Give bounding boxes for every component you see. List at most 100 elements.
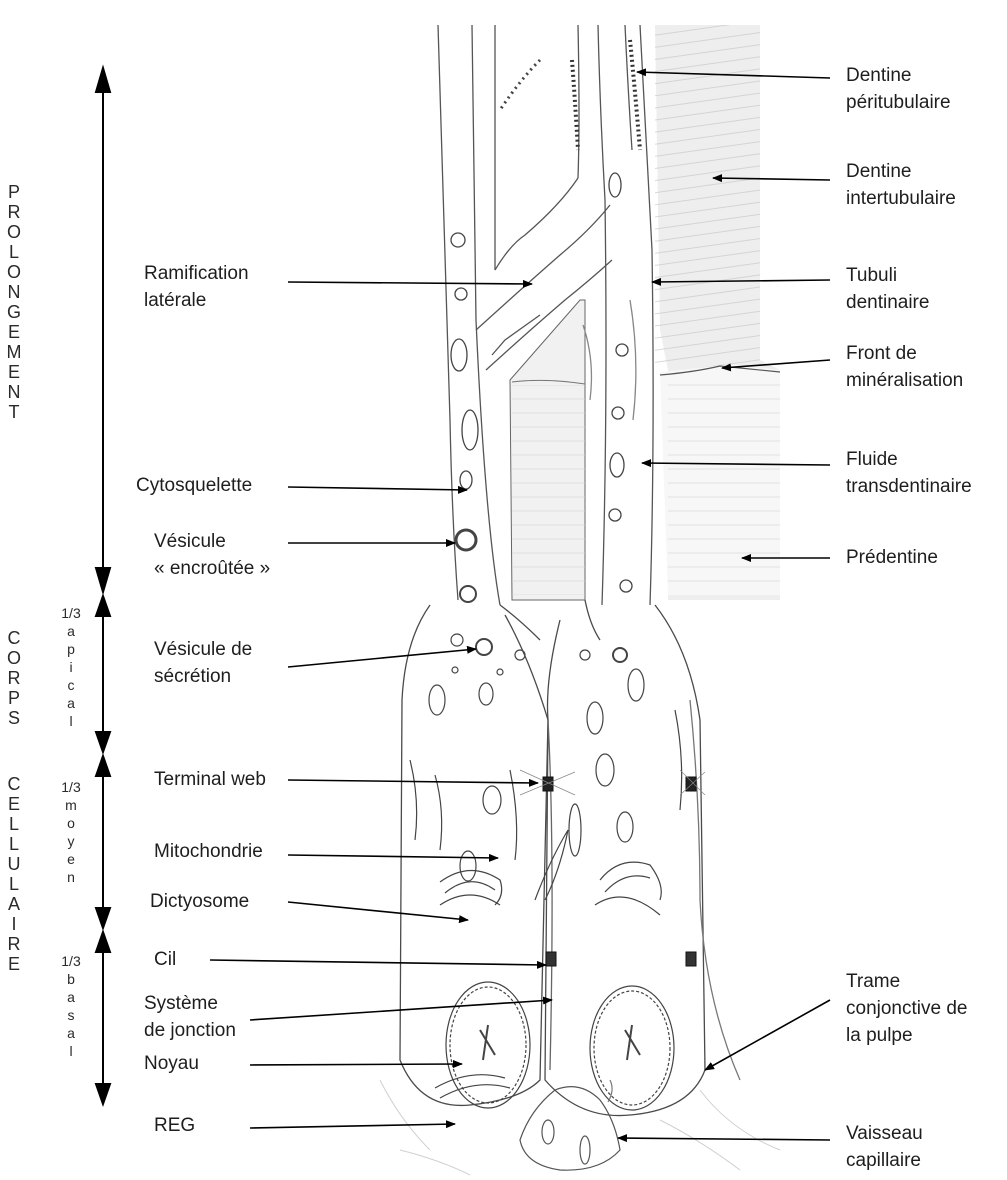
section-corps-line: O — [4, 648, 24, 668]
third-basal-line: a — [56, 1024, 86, 1042]
arrow-ramification — [288, 282, 532, 284]
section-corps-line: C — [4, 628, 24, 648]
label-dictyosome: Dictyosome — [150, 888, 249, 915]
label-cil-line: Cil — [154, 946, 176, 973]
label-tubuli-line: Tubuli — [846, 262, 929, 289]
section-cellulaire: CELLULAIRE — [4, 774, 24, 974]
section-prolongement-line: M — [4, 342, 24, 362]
section-cellulaire-line: U — [4, 854, 24, 874]
arrow-terminal-web — [288, 780, 538, 783]
label-vaisseau-line: capillaire — [846, 1147, 923, 1174]
section-corps-line: P — [4, 688, 24, 708]
arrow-vaisseau — [618, 1138, 830, 1140]
third-moyen-line: e — [56, 850, 86, 868]
arrow-cil — [210, 960, 546, 965]
label-fluide-line: transdentinaire — [846, 473, 972, 500]
label-vaisseau-line: Vaisseau — [846, 1120, 923, 1147]
label-reg: REG — [154, 1112, 195, 1139]
label-dictyosome-line: Dictyosome — [150, 888, 249, 915]
section-prolongement-line: O — [4, 222, 24, 242]
section-cellulaire-line: L — [4, 874, 24, 894]
third-moyen-line: m — [56, 796, 86, 814]
label-dentine-intertubulaire-line: Dentine — [846, 158, 956, 185]
label-cytosquelette-line: Cytosquelette — [136, 472, 252, 499]
third-moyen-line: o — [56, 814, 86, 832]
label-mitochondrie-line: Mitochondrie — [154, 838, 263, 865]
label-ramification-line: latérale — [144, 287, 249, 314]
label-cytosquelette: Cytosquelette — [136, 472, 252, 499]
section-prolongement-line: R — [4, 202, 24, 222]
label-terminal-web: Terminal web — [154, 766, 266, 793]
section-prolongement-line: G — [4, 302, 24, 322]
label-dentine-intertubulaire-line: intertubulaire — [846, 185, 956, 212]
label-predentine-line: Prédentine — [846, 544, 938, 571]
arrow-cytosquelette — [288, 487, 467, 490]
third-moyen: 1/3moyen — [56, 778, 86, 886]
label-dentine-peritubulaire-line: Dentine — [846, 62, 951, 89]
arrow-systeme-jonction — [250, 1000, 552, 1020]
label-vesicule-secretion-line: sécrétion — [154, 663, 252, 690]
section-cellulaire-line: E — [4, 794, 24, 814]
capillary — [520, 1080, 620, 1170]
third-apical-line: i — [56, 658, 86, 676]
section-cellulaire-line: R — [4, 934, 24, 954]
label-front-line: minéralisation — [846, 367, 963, 394]
section-cellulaire-line: C — [4, 774, 24, 794]
label-vesicule-encroutee: Vésicule« encroûtée » — [154, 528, 270, 582]
label-ramification-line: Ramification — [144, 260, 249, 287]
scale-arrows — [96, 68, 110, 1104]
label-terminal-web-line: Terminal web — [154, 766, 266, 793]
label-noyau: Noyau — [144, 1050, 199, 1077]
third-basal-line: l — [56, 1042, 86, 1060]
label-dentine-peritubulaire: Dentinepéritubulaire — [846, 62, 951, 116]
third-moyen-line: 1/3 — [56, 778, 86, 796]
third-apical-line: c — [56, 676, 86, 694]
section-corps-line: S — [4, 708, 24, 728]
third-basal-line: s — [56, 1006, 86, 1024]
third-basal-line: a — [56, 988, 86, 1006]
background-strands — [380, 1080, 780, 1175]
label-trame-line: conjonctive de — [846, 995, 967, 1022]
section-cellulaire-line: L — [4, 814, 24, 834]
third-apical-line: a — [56, 694, 86, 712]
section-cellulaire-line: E — [4, 954, 24, 974]
label-vesicule-secretion-line: Vésicule de — [154, 636, 252, 663]
label-tubuli: Tubulidentinaire — [846, 262, 929, 316]
section-prolongement-line: E — [4, 362, 24, 382]
third-basal-line: 1/3 — [56, 952, 86, 970]
third-apical-line: 1/3 — [56, 604, 86, 622]
arrow-vesicule-secretion — [288, 649, 476, 667]
section-prolongement-line: E — [4, 322, 24, 342]
arrow-noyau — [250, 1064, 462, 1065]
third-apical-line: a — [56, 622, 86, 640]
label-fluide-line: Fluide — [846, 446, 972, 473]
label-vesicule-encroutee-line: Vésicule — [154, 528, 270, 555]
arrow-mitochondrie — [288, 855, 498, 858]
section-prolongement-line: L — [4, 242, 24, 262]
label-systeme-jonction-line: Système — [144, 990, 236, 1017]
label-cil: Cil — [154, 946, 176, 973]
third-moyen-line: n — [56, 868, 86, 886]
third-moyen-line: y — [56, 832, 86, 850]
section-cellulaire-line: L — [4, 834, 24, 854]
label-noyau-line: Noyau — [144, 1050, 199, 1077]
section-prolongement-line: P — [4, 182, 24, 202]
section-prolongement-line: N — [4, 382, 24, 402]
label-mitochondrie: Mitochondrie — [154, 838, 263, 865]
section-cellulaire-line: A — [4, 894, 24, 914]
section-prolongement-line: N — [4, 282, 24, 302]
label-tubuli-line: dentinaire — [846, 289, 929, 316]
label-front-line: Front de — [846, 340, 963, 367]
